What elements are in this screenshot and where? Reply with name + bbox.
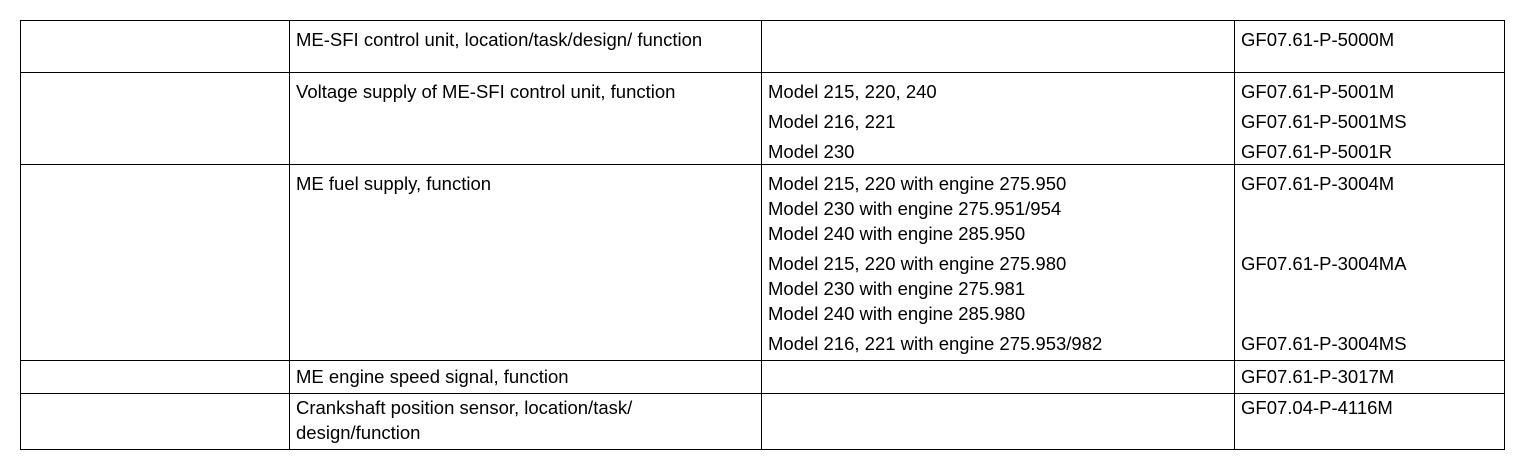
table-row: ME engine speed signal, function GF07.61… xyxy=(20,360,1505,394)
model-line: Model 230 with engine 275.951/954 xyxy=(768,198,1062,219)
document-number: GF07.04-P-4116M xyxy=(1241,397,1393,418)
models-cell: Model 215, 220, 240 Model 216, 221 Model… xyxy=(761,72,1235,165)
models-cell xyxy=(761,360,1235,394)
blank-cell xyxy=(20,72,290,165)
model-entry: Model 216, 221 with engine 275.953/982 xyxy=(762,331,1234,356)
document-entry: GF07.61-P-3017M xyxy=(1235,361,1504,389)
topic-cell: Voltage supply of ME-SFI control unit, f… xyxy=(289,72,762,165)
topic-cell: ME fuel supply, function xyxy=(289,164,762,361)
model-line xyxy=(768,364,1228,389)
model-line: Model 216, 221 xyxy=(768,111,896,132)
blank-cell xyxy=(20,20,290,73)
model-line: Model 230 with engine 275.981 xyxy=(768,278,1026,299)
blank-cell xyxy=(20,393,290,450)
topic-text: ME engine speed signal, function xyxy=(296,366,569,387)
model-entry: Model 215, 220, 240 xyxy=(762,73,1234,104)
document-number: GF07.61-P-3004MA xyxy=(1241,253,1407,274)
document-entry: GF07.61-P-5001MS xyxy=(1235,109,1504,134)
topic-text: Crankshaft position sensor, location/tas… xyxy=(296,397,633,443)
document-entry: GF07.61-P-3004MS xyxy=(1235,331,1504,356)
document-entry: GF07.61-P-3004M xyxy=(1235,165,1504,246)
model-line: Model 240 with engine 285.980 xyxy=(768,303,1026,324)
topic-cell: Crankshaft position sensor, location/tas… xyxy=(289,393,762,450)
model-entry: Model 215, 220 with engine 275.950 Model… xyxy=(762,165,1234,246)
model-entry: Model 216, 221 xyxy=(762,109,1234,134)
table-row: ME fuel supply, function Model 215, 220 … xyxy=(20,164,1505,361)
document-reference-table: ME-SFI control unit, location/task/desig… xyxy=(20,20,1505,450)
document-entry: GF07.61-P-3004MA xyxy=(1235,251,1504,326)
document-number: GF07.61-P-3004M xyxy=(1241,173,1395,194)
blank-cell xyxy=(20,164,290,361)
model-line: Model 230 xyxy=(768,141,855,162)
blank-cell xyxy=(20,360,290,394)
model-line: Model 240 with engine 285.950 xyxy=(768,223,1026,244)
model-entry xyxy=(762,394,1234,420)
model-line: Model 216, 221 with engine 275.953/982 xyxy=(768,333,1103,354)
model-entry xyxy=(762,361,1234,389)
model-line: Model 215, 220 with engine 275.950 xyxy=(768,173,1067,194)
model-entry: Model 230 xyxy=(762,139,1234,164)
document-number: GF07.61-P-5000M xyxy=(1241,29,1395,50)
topic-cell: ME engine speed signal, function xyxy=(289,360,762,394)
table-row: ME-SFI control unit, location/task/desig… xyxy=(20,20,1505,73)
document-cell: GF07.61-P-3004M GF07.61-P-3004MA GF07.61… xyxy=(1234,164,1505,361)
topic-text: ME-SFI control unit, location/task/desig… xyxy=(296,29,703,50)
model-line: Model 215, 220, 240 xyxy=(768,81,937,102)
document-entry: GF07.04-P-4116M xyxy=(1235,394,1504,420)
document-cell: GF07.61-P-5001M GF07.61-P-5001MS GF07.61… xyxy=(1234,72,1505,165)
models-cell: Model 215, 220 with engine 275.950 Model… xyxy=(761,164,1235,361)
model-entry xyxy=(762,21,1234,52)
model-line: Model 215, 220 with engine 275.980 xyxy=(768,253,1067,274)
table-row: Crankshaft position sensor, location/tas… xyxy=(20,393,1505,450)
document-cell: GF07.61-P-5000M xyxy=(1234,20,1505,73)
models-cell xyxy=(761,393,1235,450)
topic-text: Voltage supply of ME-SFI control unit, f… xyxy=(296,81,676,102)
document-entry: GF07.61-P-5001M xyxy=(1235,73,1504,104)
topic-cell: ME-SFI control unit, location/task/desig… xyxy=(289,20,762,73)
document-number: GF07.61-P-5001R xyxy=(1241,141,1393,162)
document-cell: GF07.04-P-4116M xyxy=(1234,393,1505,450)
table-row: Voltage supply of ME-SFI control unit, f… xyxy=(20,72,1505,165)
document-number: GF07.61-P-5001MS xyxy=(1241,111,1407,132)
document-number: GF07.61-P-5001M xyxy=(1241,81,1395,102)
document-entry: GF07.61-P-5000M xyxy=(1235,21,1504,52)
document-entry: GF07.61-P-5001R xyxy=(1235,139,1504,164)
models-cell xyxy=(761,20,1235,73)
model-entry: Model 215, 220 with engine 275.980 Model… xyxy=(762,251,1234,326)
model-line xyxy=(768,395,1228,420)
document-number: GF07.61-P-3017M xyxy=(1241,366,1395,387)
model-line xyxy=(768,27,1228,52)
document-number: GF07.61-P-3004MS xyxy=(1241,333,1407,354)
topic-text: ME fuel supply, function xyxy=(296,173,492,194)
document-cell: GF07.61-P-3017M xyxy=(1234,360,1505,394)
